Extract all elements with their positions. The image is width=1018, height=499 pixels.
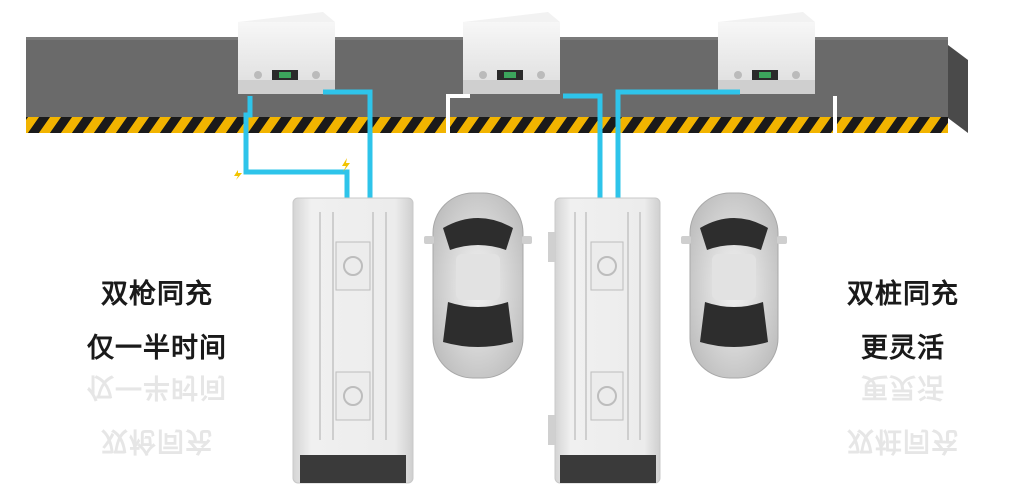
left-caption-reflection: 双枪同充: [101, 425, 213, 456]
power-module-icon: [238, 12, 335, 94]
power-module-icon: [463, 12, 560, 94]
right-caption-line1: 双桩同充: [847, 279, 959, 310]
white-cables: [446, 94, 837, 135]
left-caption-line1: 双枪同充: [101, 279, 213, 310]
left-caption-reflection: 仅一半时间: [87, 371, 227, 402]
blue-cables: [243, 89, 740, 202]
power-module-icon: [718, 12, 815, 94]
right-caption-reflection: 双桩同充: [847, 425, 959, 456]
left-caption-line2: 仅一半时间: [87, 333, 227, 364]
right-caption-line2: 更灵活: [861, 333, 945, 364]
charging-cabinet-icon: [548, 197, 661, 484]
car-icon: [681, 192, 787, 379]
lightning-icon: [234, 158, 350, 180]
car-icon: [424, 192, 532, 379]
right-caption-reflection: 更灵活: [861, 371, 945, 402]
charging-cabinet-icon: [292, 197, 414, 484]
